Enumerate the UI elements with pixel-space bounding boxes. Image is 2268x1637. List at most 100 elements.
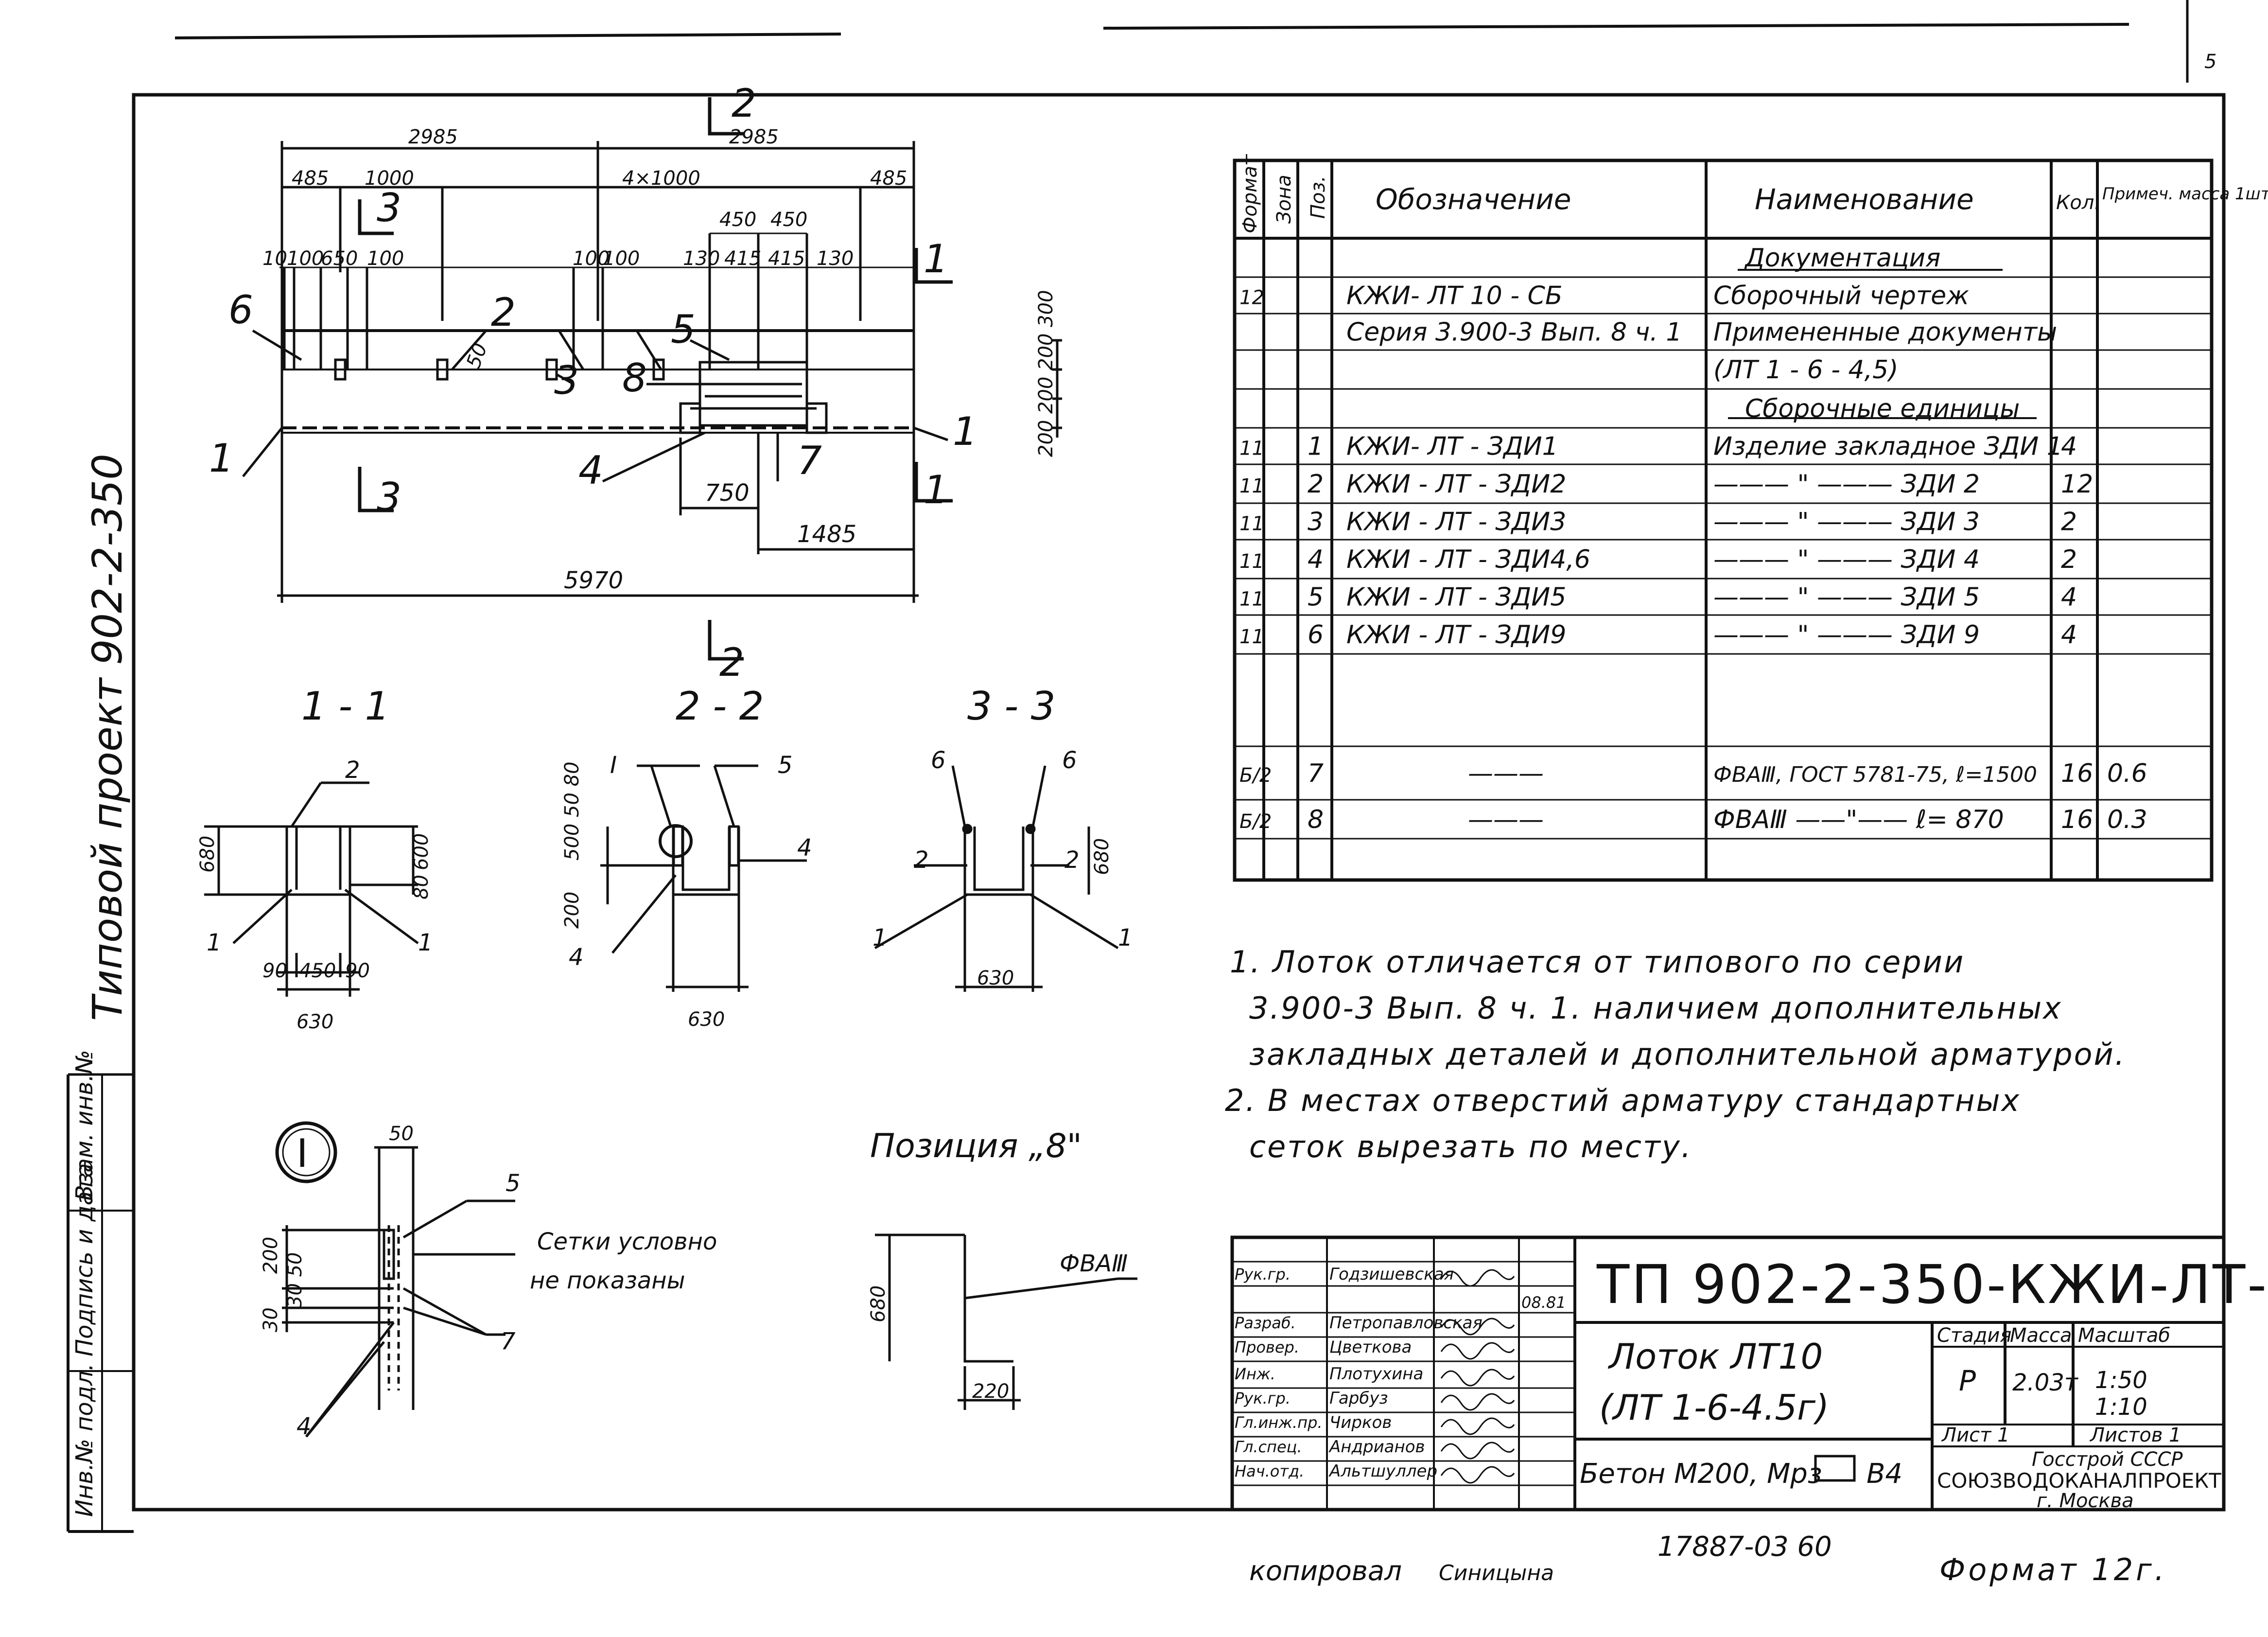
spec-cell-name: Документация [1744, 244, 1940, 273]
spec-cell-f: 11 [1239, 550, 1264, 573]
spec-cell-name: ——— " ——— ЗДИ 5 [1713, 583, 1980, 612]
spec-cell-name: ——— " ——— ЗДИ 9 [1713, 620, 1980, 650]
spec-header-note: Примеч. масса 1шт. кг. [2102, 184, 2268, 204]
signature-role: Разраб. [1235, 1314, 1296, 1332]
section-3-3 [874, 765, 1119, 992]
footer: копировал Синицына 17887-03 60 Формат 12… [1249, 1531, 2164, 1587]
spec-cell-f: 11 [1239, 588, 1264, 611]
svg-text:7: 7 [797, 438, 822, 483]
product-type: (ЛТ 1-6-4.5г) [1599, 1387, 1829, 1428]
svg-text:Стадия: Стадия [1937, 1324, 2011, 1347]
svg-text:130: 130 [817, 247, 854, 270]
svg-text:5: 5 [671, 307, 696, 352]
svg-text:680: 680 [867, 1285, 890, 1322]
svg-text:3: 3 [554, 358, 579, 403]
spec-cell-des: КЖИ - ЛТ - ЗДИ2 [1346, 470, 1566, 499]
svg-text:1: 1 [209, 436, 234, 481]
svg-text:630: 630 [688, 1008, 725, 1031]
signature-role: Гл.инж.пр. [1235, 1413, 1323, 1432]
svg-text:200: 200 [260, 1237, 282, 1274]
side-label-replace: Взам. инв.№ [71, 1050, 98, 1201]
svg-text:485: 485 [870, 167, 907, 190]
spec-cell-des: КЖИ - ЛТ - ЗДИ4,6 [1346, 545, 1590, 574]
svg-text:4: 4 [569, 944, 584, 971]
svg-text:485: 485 [292, 167, 329, 190]
archive-number: 17887-03 60 [1657, 1531, 1832, 1563]
svg-text:680: 680 [1091, 838, 1113, 875]
note-line-4: 2. В местах отверстий арматуру стандартн… [1225, 1083, 2021, 1118]
svg-text:80: 80 [410, 875, 433, 899]
handwritten-signature [1440, 1442, 1515, 1460]
svg-text:2: 2 [1064, 846, 1080, 874]
spec-cell-f: 11 [1239, 513, 1264, 535]
spec-cell-des: КЖИ- ЛТ 10 - СБ [1346, 282, 1563, 311]
spec-cell-p: 1 [1308, 432, 1324, 461]
handwritten-signature [1440, 1369, 1515, 1387]
svg-text:90: 90 [262, 960, 287, 982]
svg-text:6: 6 [1062, 747, 1077, 774]
svg-text:630: 630 [977, 967, 1014, 989]
handwritten-signature [1440, 1318, 1515, 1336]
position-8-detail [875, 1233, 1137, 1410]
svg-text:30 50: 30 50 [284, 1252, 306, 1308]
spec-cell-p: 4 [1308, 545, 1324, 574]
svg-text:750: 750 [705, 479, 750, 507]
detail-I-mark: I [297, 1131, 308, 1176]
spec-cell-p: 3 [1308, 508, 1324, 537]
copied-label: копировал [1249, 1555, 1402, 1587]
spec-cell-des: КЖИ - ЛТ - ЗДИ3 [1346, 508, 1566, 537]
sheets-total: Листов 1 [2089, 1424, 2181, 1446]
title-block [1230, 1235, 2226, 1512]
spec-header-format: Формат [1239, 154, 1261, 233]
detail-I [275, 1121, 515, 1438]
svg-text:200 200 200 300: 200 200 200 300 [1035, 290, 1057, 457]
spec-cell-des: ——— [1468, 805, 1544, 834]
spec-cell-p: 8 [1308, 805, 1324, 834]
scale-value-2: 1:10 [2095, 1393, 2147, 1421]
signature-role: Нач.отд. [1235, 1462, 1304, 1480]
sheet-frame [132, 93, 2226, 1512]
handwritten-signature [1440, 1466, 1515, 1484]
spec-cell-des: ——— [1468, 759, 1544, 788]
spec-cell-p: 2 [1308, 470, 1324, 499]
svg-text:4×1000: 4×1000 [622, 167, 700, 190]
svg-text:50: 50 [462, 340, 492, 371]
signature-name: Андрианов [1328, 1437, 1425, 1457]
svg-text:3: 3 [377, 185, 401, 230]
svg-text:600: 600 [410, 833, 433, 870]
spec-cell-des: КЖИ- ЛТ - ЗДИ1 [1346, 432, 1558, 461]
svg-text:1: 1 [953, 409, 977, 454]
svg-text:3: 3 [377, 475, 401, 520]
handwritten-signature [1440, 1417, 1515, 1435]
top-right-mark: 5 [2204, 51, 2216, 73]
svg-text:130: 130 [683, 247, 720, 270]
spec-cell-note: 0.6 [2107, 759, 2147, 788]
signature-rows: Рук.гр.ГодзишевскаяРазраб.Петропавловска… [1235, 1265, 1515, 1484]
handwritten-signature [1440, 1269, 1515, 1287]
plan-labels: 2985 2985 485 1000 4×1000 485 10 100 650… [209, 81, 1057, 685]
svg-text:650: 650 [321, 247, 358, 270]
svg-text:2: 2 [491, 290, 516, 335]
svg-text:10: 10 [262, 247, 287, 270]
svg-text:450: 450 [770, 209, 807, 231]
spec-header-designation: Обозначение [1376, 183, 1571, 216]
section-1-1 [204, 781, 419, 997]
spec-cell-name: ——— " ——— ЗДИ 3 [1713, 508, 1980, 537]
svg-text:100: 100 [367, 247, 404, 270]
spec-cell-p: 6 [1308, 620, 1324, 650]
stage-value: Р [1959, 1364, 1976, 1397]
svg-text:1: 1 [418, 929, 433, 956]
svg-text:1: 1 [924, 467, 948, 512]
svg-text:1: 1 [1118, 924, 1133, 951]
svg-text:5: 5 [778, 752, 793, 779]
handwritten-signature [1440, 1393, 1515, 1411]
svg-text:450: 450 [719, 209, 756, 231]
svg-text:1: 1 [207, 929, 222, 956]
material-class: В4 [1867, 1458, 1902, 1490]
svg-text:6: 6 [228, 287, 253, 333]
section-2-2 [600, 764, 807, 992]
spec-cell-name: ФВАⅢ, ГОСТ 5781-75, ℓ=1500 [1713, 762, 2037, 787]
spec-cell-qty: 16 [2061, 759, 2093, 788]
